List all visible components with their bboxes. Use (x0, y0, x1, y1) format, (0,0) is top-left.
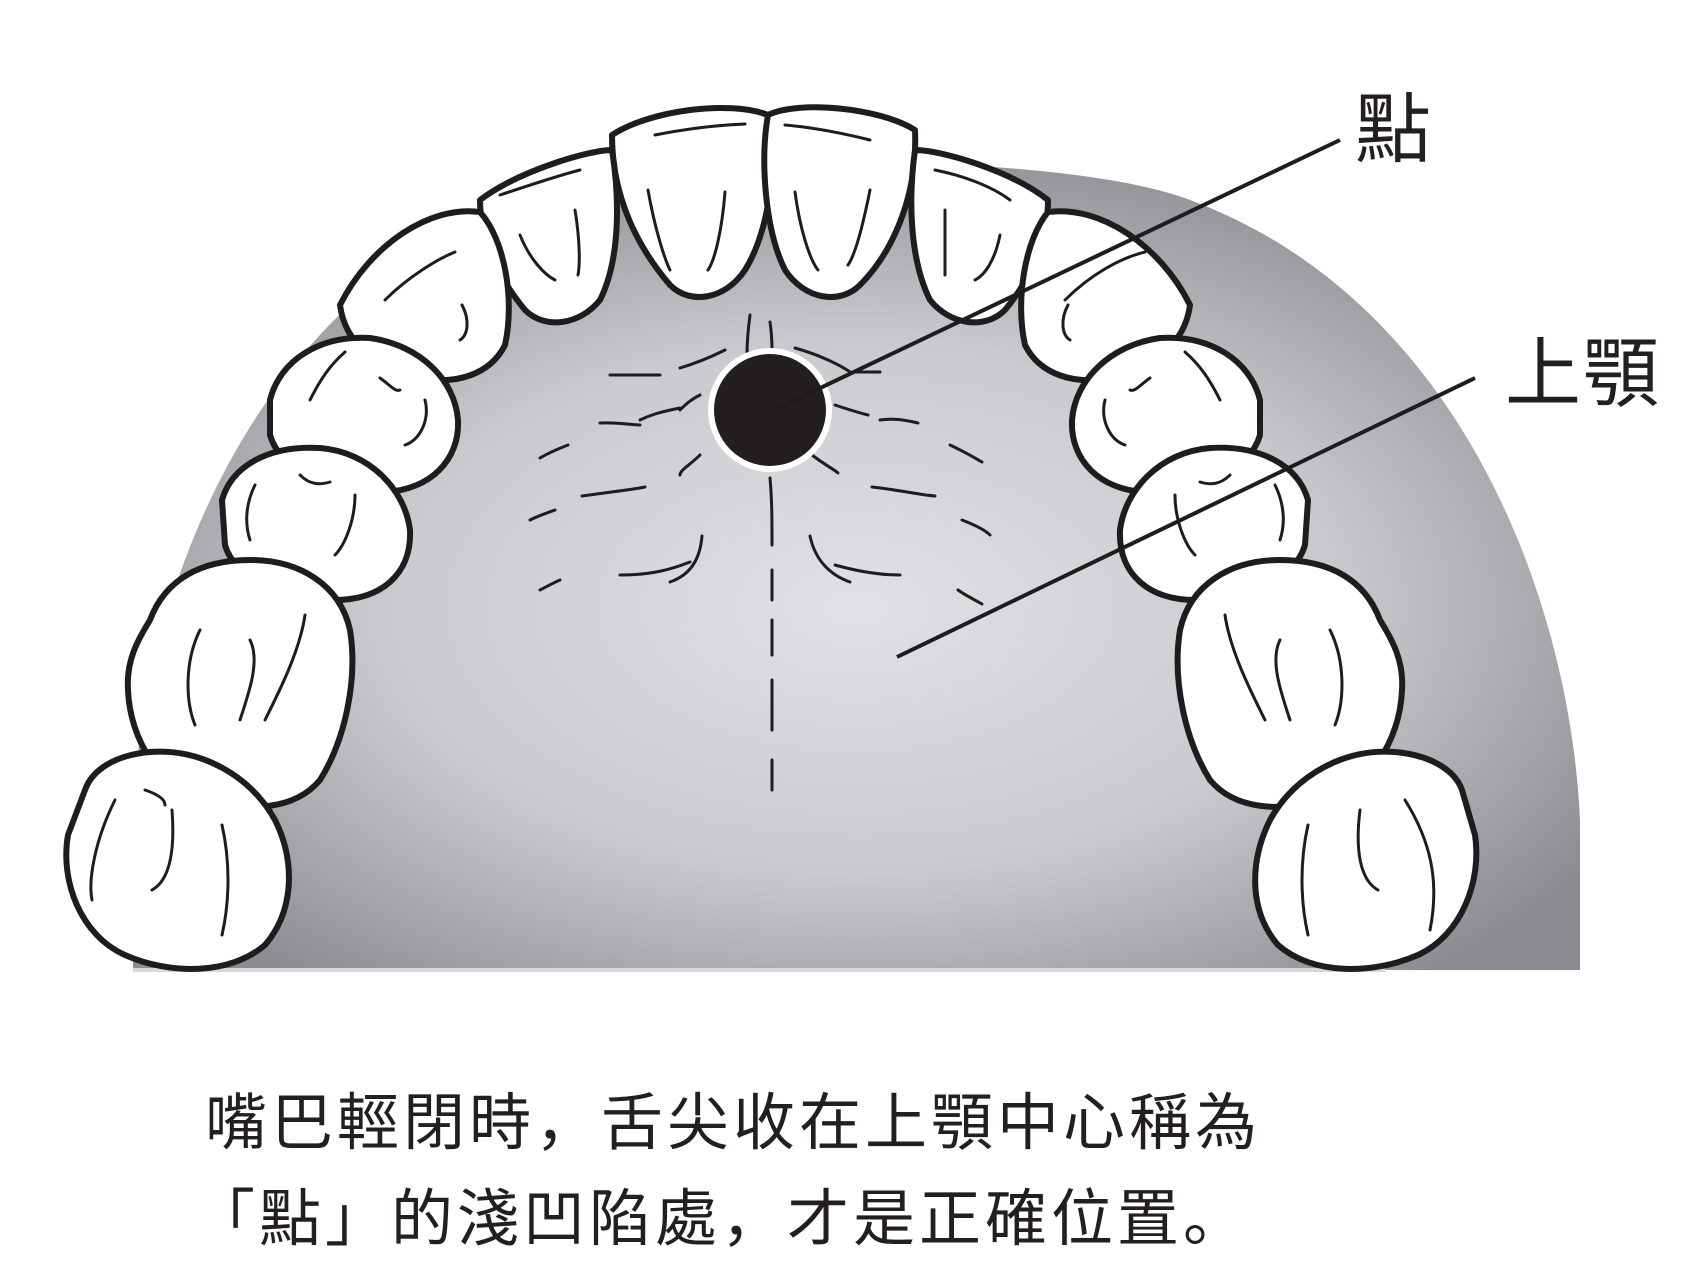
tooth-molar-1-left (124, 557, 356, 810)
caption-line-2: 「點」的淺凹陷處，才是正確位置。 (193, 1182, 1250, 1255)
leader-line-point (771, 138, 1341, 413)
tooth-molar-1-right (1174, 557, 1406, 810)
dental-arch-diagram: 點 上顎 (63, 85, 1661, 972)
tooth-molar-2-left (63, 748, 292, 972)
tooth-central-incisor-right (761, 104, 919, 300)
label-point: 點 (1355, 85, 1433, 174)
caption: 嘴巴輕閉時，舌尖收在上顎中心稱為 「點」的淺凹陷處，才是正確位置。 (193, 1075, 1262, 1267)
leader-line-palate (896, 376, 1476, 659)
tooth-molar-2-right (1252, 748, 1480, 972)
tooth-lateral-incisor-right (908, 147, 1051, 326)
caption-line-1: 嘴巴輕閉時，舌尖收在上顎中心稱為 (205, 1086, 1262, 1159)
label-palate: 上顎 (1505, 329, 1661, 418)
incisive-point-dot (714, 354, 826, 466)
tooth-central-incisor-left (609, 104, 776, 300)
palate-illustration (63, 104, 1580, 972)
